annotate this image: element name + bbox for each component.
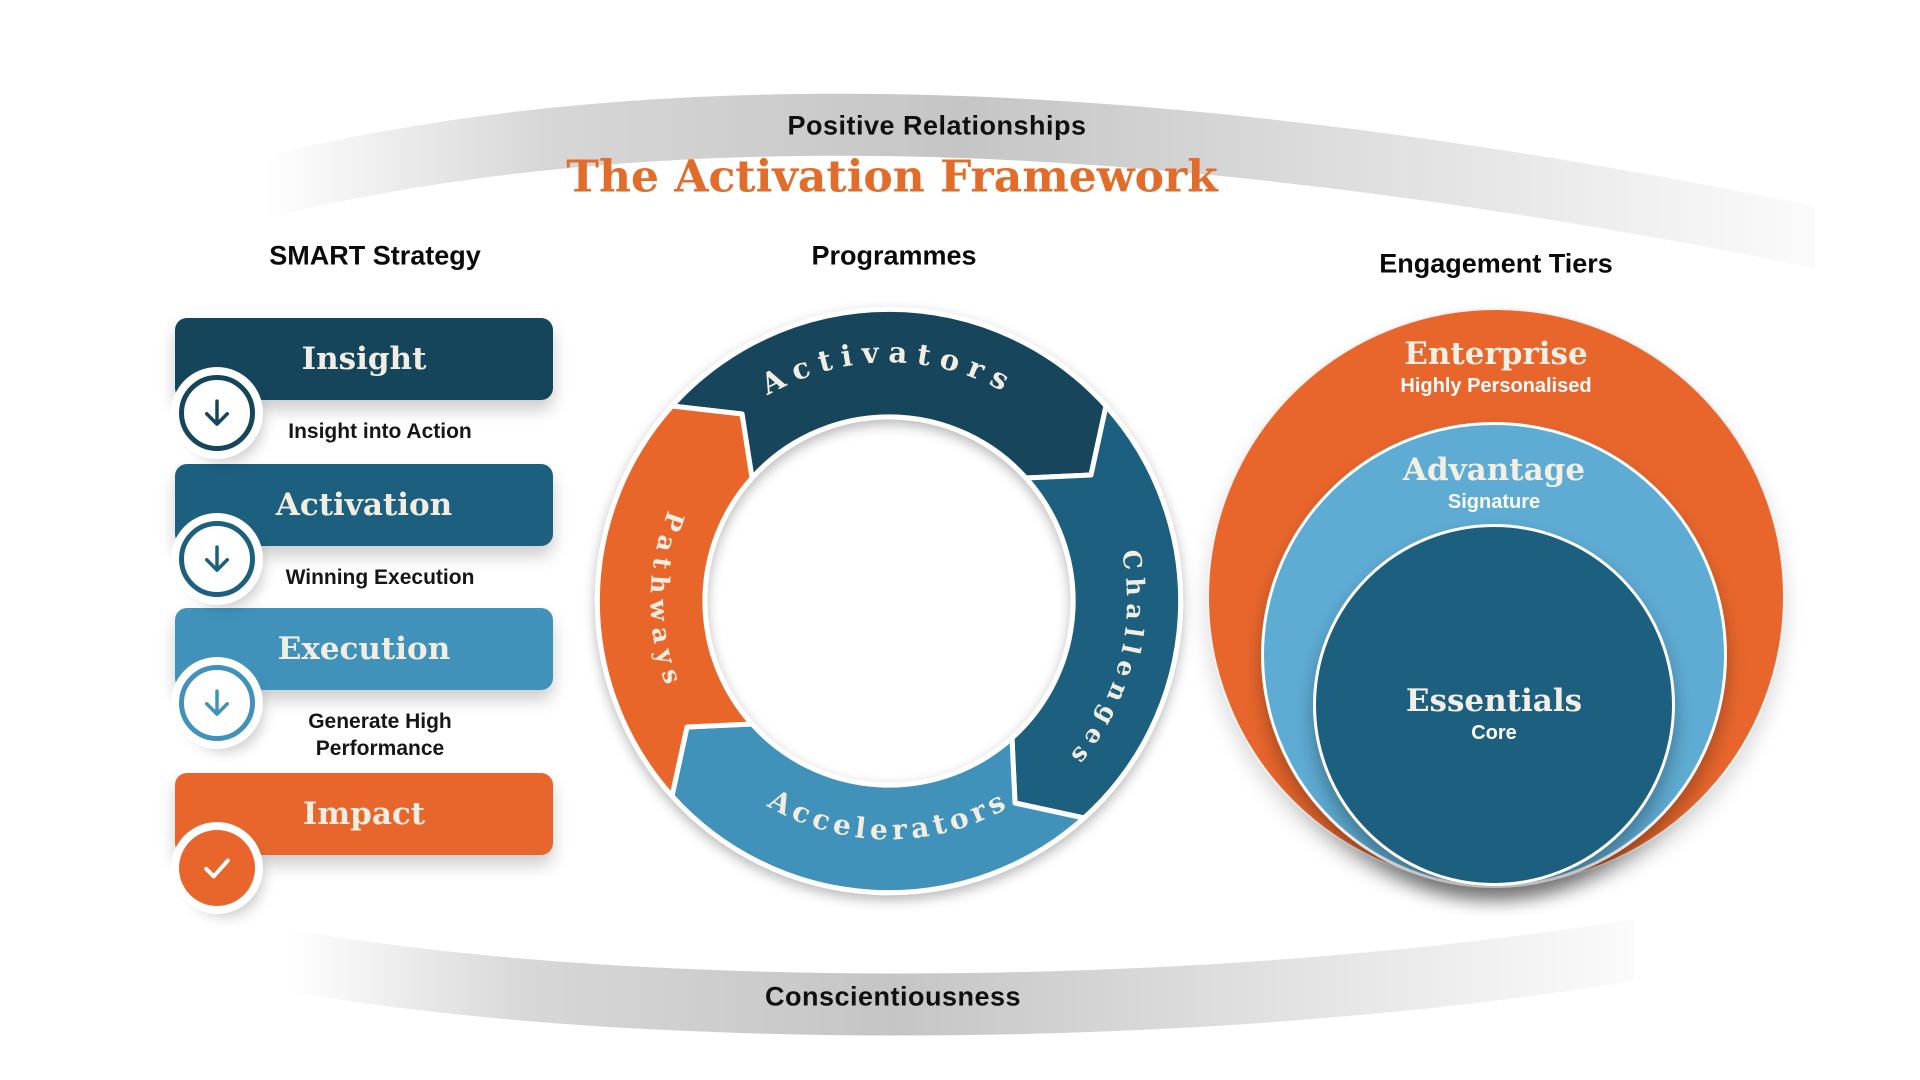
arrow-down-icon (179, 375, 255, 451)
essentials-label: Essentials (1405, 683, 1583, 719)
enterprise-label: Enterprise (1404, 336, 1588, 372)
engagement-tiers-heading: Engagement Tiers (1379, 248, 1613, 279)
bottom-arc-band (287, 919, 1634, 1036)
insight-label: Insight (301, 341, 427, 377)
advantage-sub-label: Signature (1447, 491, 1541, 513)
check-icon (179, 830, 255, 906)
arrow-down-icon (179, 665, 255, 741)
top-arc-band (265, 93, 1815, 268)
programmes-heading: Programmes (811, 240, 977, 271)
smart-strategy-heading: SMART Strategy (269, 240, 481, 271)
activation-label: Activation (275, 487, 453, 523)
enterprise-sub-label: Highly Personalised (1400, 375, 1592, 397)
ring-segment-activators (669, 306, 1109, 481)
tier-circle-essentials: Essentials Core (1313, 524, 1675, 886)
ring-segment-pathways (594, 403, 755, 799)
bottom-arc-label: Conscientiousness (764, 981, 1022, 1012)
ring-segment-challenges (1009, 403, 1184, 821)
execution-sub-label: Generate High Performance (308, 710, 452, 760)
activation-box: Activation (175, 464, 553, 546)
top-arc-label: Positive Relationships (787, 110, 1087, 141)
ring-segment-accelerators (669, 721, 1087, 896)
page-title: The Activation Framework (566, 151, 1218, 203)
insight-sub-label: Insight into Action (288, 420, 472, 443)
impact-label: Impact (302, 796, 426, 832)
execution-label: Execution (277, 631, 451, 667)
arrow-down-icon (179, 521, 255, 597)
activation-sub-label: Winning Execution (285, 566, 475, 589)
advantage-label: Advantage (1402, 452, 1586, 488)
essentials-sub-label: Core (1471, 722, 1517, 744)
